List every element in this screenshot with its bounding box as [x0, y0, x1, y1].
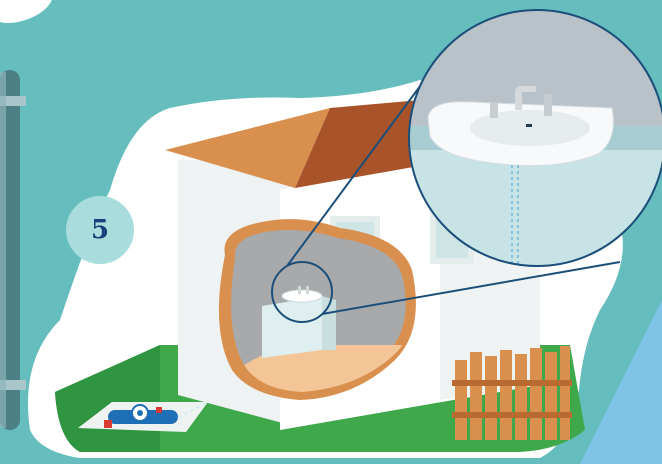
vanity-cabinet [262, 296, 336, 358]
fence-icon [452, 346, 572, 440]
water-pipe-icon [0, 70, 26, 430]
top-left-bubble [0, 0, 52, 23]
step-number: 5 [91, 215, 109, 245]
step-number-badge: 5 [66, 196, 134, 264]
